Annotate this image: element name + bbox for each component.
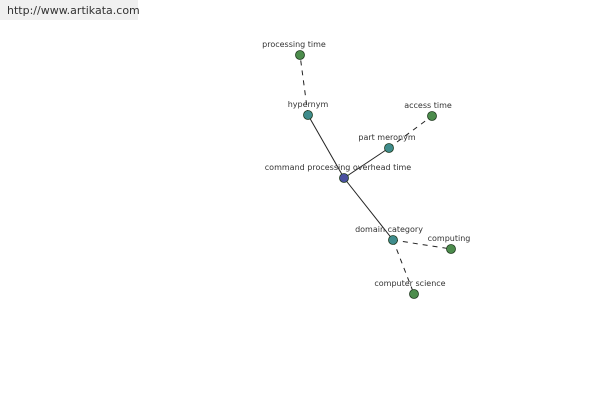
node-hypernym[interactable]: hypernym — [288, 100, 329, 120]
watermark-bar: http://www.artikata.com — [0, 0, 140, 20]
node-label-access-time[interactable]: access time — [404, 101, 452, 110]
node-label-computing[interactable]: computing — [428, 234, 471, 243]
node-dot-hypernym[interactable] — [303, 110, 313, 120]
node-dot-computing[interactable] — [446, 244, 456, 254]
node-dot-computer-science[interactable] — [409, 289, 419, 299]
node-dot-center[interactable] — [339, 173, 349, 183]
node-label-center[interactable]: command processing overhead time — [265, 163, 411, 172]
edge-center-part-meronym — [343, 147, 390, 179]
watermark-url[interactable]: http://www.artikata.com — [7, 4, 140, 17]
nodes-layer: command processing overhead time hypernym… — [262, 40, 470, 299]
node-label-computer-science[interactable]: computer science — [374, 279, 445, 288]
node-dot-processing-time[interactable] — [295, 50, 305, 60]
edge-part-meronym-access-time — [388, 115, 433, 149]
node-label-domain-category[interactable]: domain category — [355, 225, 423, 234]
node-access-time[interactable]: access time — [404, 101, 452, 121]
edge-center-domain-category — [343, 177, 394, 241]
node-computer-science[interactable]: computer science — [374, 279, 446, 299]
node-processing-time[interactable]: processing time — [262, 40, 326, 60]
edge-hypernym-processing-time — [299, 54, 309, 116]
node-computing[interactable]: computing — [428, 234, 471, 254]
node-label-processing-time[interactable]: processing time — [262, 40, 326, 49]
edges-layer — [299, 54, 452, 295]
node-domain-category[interactable]: domain category — [355, 225, 423, 245]
node-dot-part-meronym[interactable] — [384, 143, 394, 153]
node-center[interactable]: command processing overhead time — [265, 163, 411, 183]
node-label-hypernym[interactable]: hypernym — [288, 100, 329, 109]
node-dot-access-time[interactable] — [427, 111, 437, 121]
node-part-meronym[interactable]: part meronym — [358, 133, 416, 153]
node-label-part-meronym[interactable]: part meronym — [358, 133, 415, 142]
edge-center-hypernym — [307, 114, 345, 179]
node-dot-domain-category[interactable] — [388, 235, 398, 245]
